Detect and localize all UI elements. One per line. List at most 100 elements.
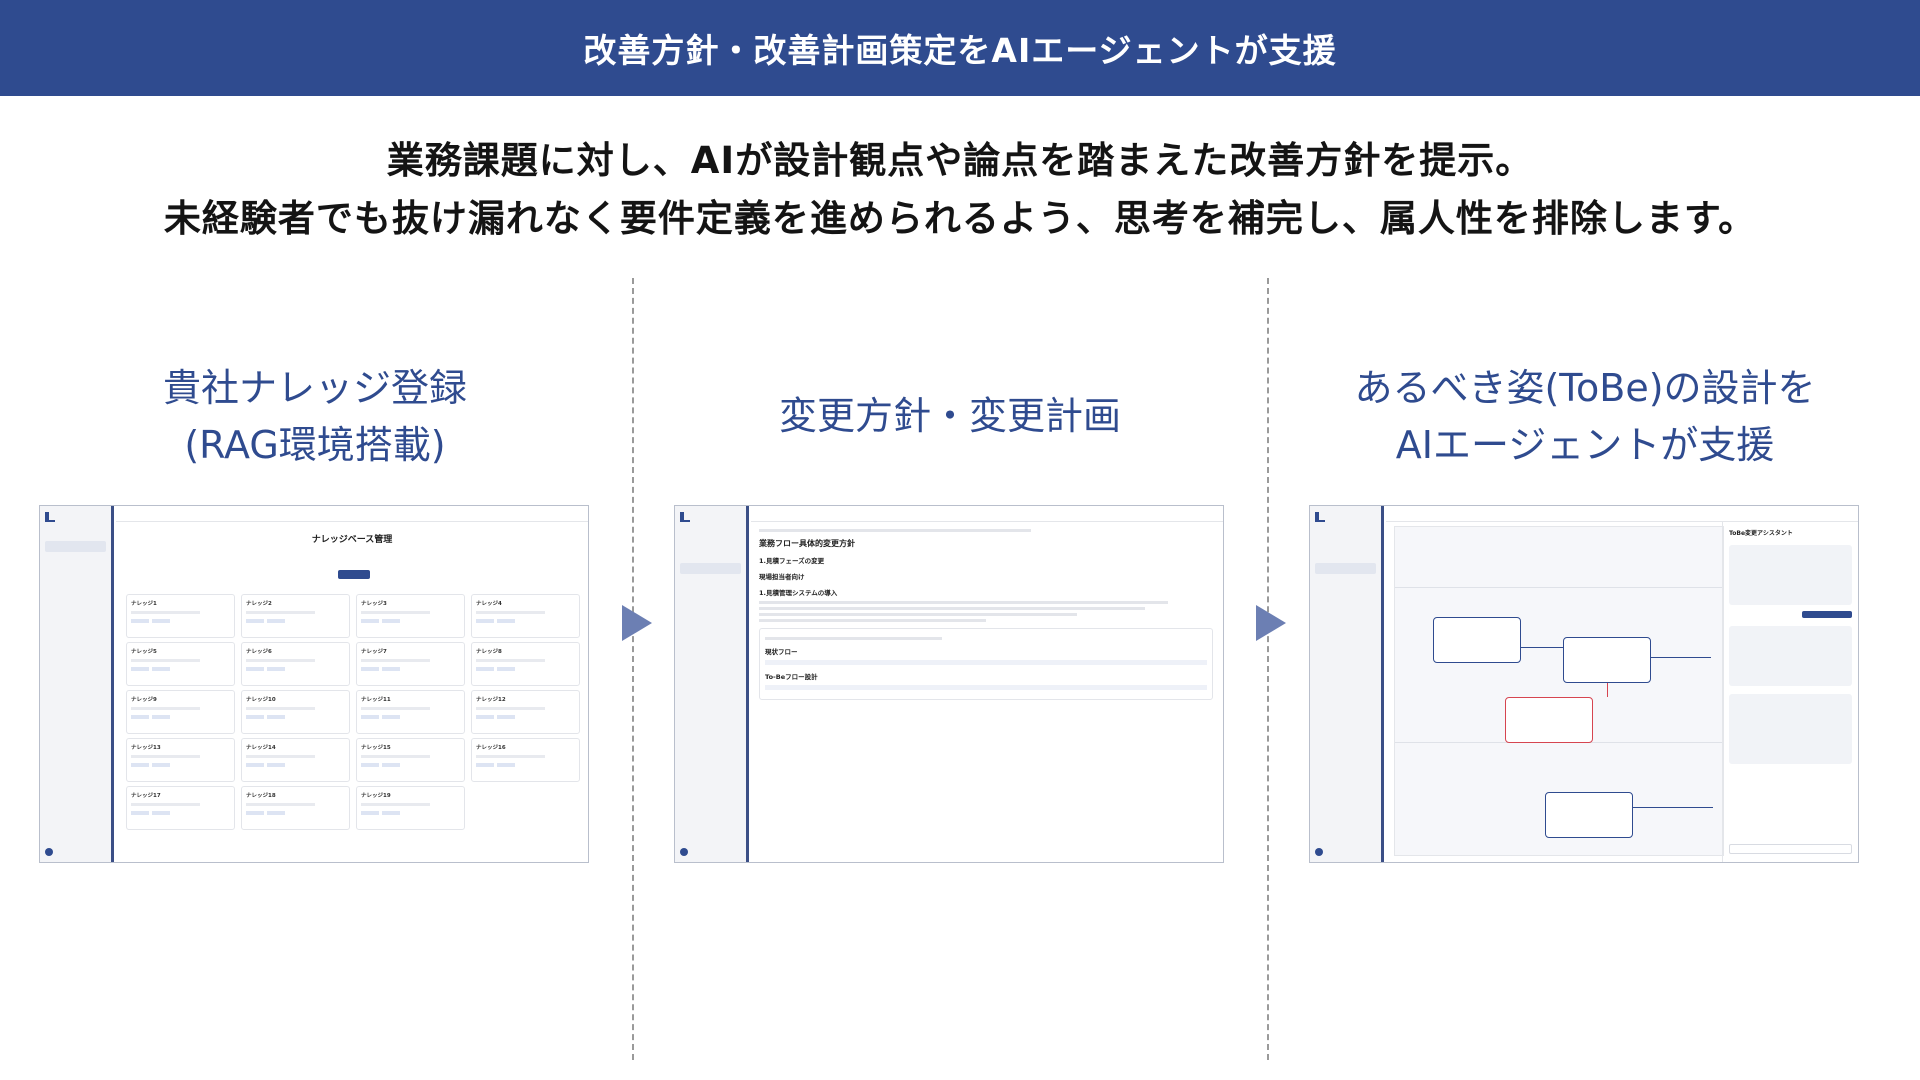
lead-text: 業務課題に対し、AIが設計観点や論点を踏まえた改善方針を提示。 未経験者でも抜け… <box>0 132 1920 248</box>
heading-line: AIエージェントが支援 <box>1395 423 1775 467</box>
knowledge-card: ナレッジ11 <box>356 690 465 734</box>
sidebar-item <box>45 574 106 585</box>
sidebar-item <box>1315 530 1376 541</box>
sidebar-footer <box>45 848 55 856</box>
knowledge-card: ナレッジ12 <box>471 690 580 734</box>
sidebar-item <box>680 541 741 552</box>
plan-box: 現状フロー To-Beフロー設計 <box>759 628 1213 700</box>
heading-line: (RAG環境搭載) <box>184 423 446 467</box>
banner-title: 改善方針・改善計画策定をAIエージェントが支援 <box>583 31 1337 70</box>
tag-badge <box>131 715 149 719</box>
knowledge-card: ナレッジ14 <box>241 738 350 782</box>
sidebar-footer <box>680 848 690 856</box>
sidebar-item <box>1315 552 1376 563</box>
flow-edge <box>1521 647 1563 648</box>
knowledge-card-title: ナレッジ17 <box>131 793 161 799</box>
knowledge-card-title: ナレッジ8 <box>476 649 502 655</box>
doc-subsection: 現場担当者向け <box>759 573 805 581</box>
text-line <box>246 611 316 614</box>
flow-node <box>1433 617 1521 663</box>
tag-badge <box>131 811 149 815</box>
knowledge-card: ナレッジ15 <box>356 738 465 782</box>
sidebar-item <box>680 530 741 541</box>
sidebar-item <box>1315 563 1376 574</box>
text-line <box>476 755 546 758</box>
flow-node <box>1563 637 1651 683</box>
knowledge-card: ナレッジ5 <box>126 642 235 686</box>
tag-badge <box>361 619 379 623</box>
tag-badge <box>382 667 400 671</box>
app-logo-icon <box>45 512 55 522</box>
knowledge-card-title: ナレッジ2 <box>246 601 272 607</box>
knowledge-card-title: ナレッジ14 <box>246 745 276 751</box>
knowledge-card: ナレッジ3 <box>356 594 465 638</box>
flow-edge-highlighted <box>1607 683 1608 697</box>
sidebar-item <box>680 552 741 563</box>
sidebar-item <box>45 552 106 563</box>
sidebar-item <box>1315 541 1376 552</box>
sidebar-item <box>45 585 106 596</box>
knowledge-card-title: ナレッジ12 <box>476 697 506 703</box>
tag-badge <box>246 715 264 719</box>
text-line <box>759 619 986 622</box>
flow-tobe-label: To-Beフロー設計 <box>765 673 818 681</box>
tag-badge <box>267 763 285 767</box>
tag-badge <box>476 763 494 767</box>
knowledge-card: ナレッジ6 <box>241 642 350 686</box>
text-line <box>759 607 1145 610</box>
knowledge-card: ナレッジ18 <box>241 786 350 830</box>
flow-canvas <box>1394 526 1724 856</box>
knowledge-card-title: ナレッジ18 <box>246 793 276 799</box>
tag-badge <box>361 715 379 719</box>
flow-edge <box>1651 657 1711 658</box>
sidebar-item <box>45 530 106 541</box>
chat-message <box>1729 626 1852 686</box>
app-logo-icon <box>1315 512 1325 522</box>
text-line <box>361 611 431 614</box>
knowledge-card: ナレッジ2 <box>241 594 350 638</box>
tag-badge <box>152 619 170 623</box>
tag-badge <box>497 715 515 719</box>
doc-title: 業務フロー具体的変更方針 <box>759 539 855 548</box>
tag-badge <box>131 619 149 623</box>
app-sidebar <box>675 506 749 862</box>
knowledge-card-title: ナレッジ6 <box>246 649 272 655</box>
column-divider-1 <box>632 278 634 1060</box>
heading-line: 変更方針・変更計画 <box>778 394 1121 438</box>
flow-node <box>1545 792 1633 838</box>
tag-badge <box>497 619 515 623</box>
page-title: ナレッジベース管理 <box>311 535 393 545</box>
app-sidebar <box>40 506 114 862</box>
tag-badge <box>497 763 515 767</box>
text-line <box>131 803 201 806</box>
tag-badge <box>476 715 494 719</box>
flow-edge <box>1633 807 1713 808</box>
knowledge-card: ナレッジ8 <box>471 642 580 686</box>
text-line <box>131 659 201 662</box>
knowledge-card-title: ナレッジ9 <box>131 697 157 703</box>
knowledge-card-title: ナレッジ10 <box>246 697 276 703</box>
tag-badge <box>131 667 149 671</box>
assistant-title: ToBe変更アシスタント <box>1729 530 1793 537</box>
tag-badge <box>246 667 264 671</box>
add-knowledge-button <box>338 570 370 579</box>
column-divider-2 <box>1267 278 1269 1060</box>
tag-badge <box>267 811 285 815</box>
tag-badge <box>152 811 170 815</box>
tag-badge <box>267 619 285 623</box>
sidebar-item <box>1315 574 1376 585</box>
knowledge-card-title: ナレッジ3 <box>361 601 387 607</box>
chat-input <box>1729 844 1852 854</box>
knowledge-card: ナレッジ13 <box>126 738 235 782</box>
tag-badge <box>382 715 400 719</box>
avatar <box>1315 848 1323 856</box>
flow-current-label: 現状フロー <box>765 648 798 656</box>
tag-badge <box>246 763 264 767</box>
arrow-right-icon <box>1256 605 1286 641</box>
knowledge-card: ナレッジ10 <box>241 690 350 734</box>
tag-badge <box>152 667 170 671</box>
knowledge-card: ナレッジ16 <box>471 738 580 782</box>
tag-badge <box>152 715 170 719</box>
tag-badge <box>267 667 285 671</box>
text-line <box>361 659 431 662</box>
